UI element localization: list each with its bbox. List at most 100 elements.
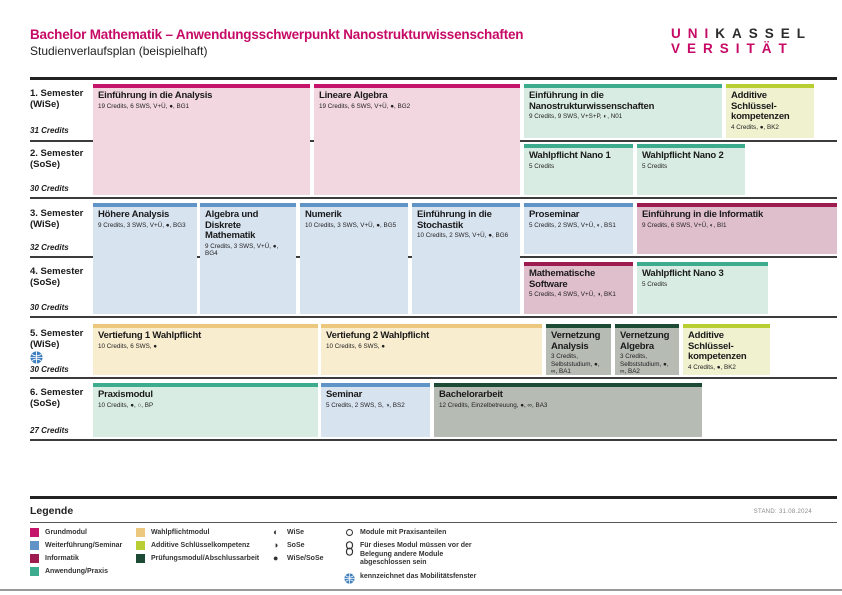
module-title: Einführung in die Nanostrukturwissenscha…	[529, 90, 655, 112]
module-details: 5 Credits, 2 SWS, S, ◑, BS2	[326, 401, 405, 409]
semester-label-5: 5. Semester(WiSe) 30 Credits	[30, 328, 90, 377]
legend-label-wise: WiSe	[287, 529, 305, 536]
module-details: 9 Credits, 6 SWS, V+Ü, ◐, BI1	[642, 221, 727, 229]
module-vertiefung-1: Vertiefung 1 Wahlpflicht 10 Credits, 6 S…	[93, 324, 318, 375]
legend-top-divider	[30, 496, 837, 499]
category-color-bar	[300, 203, 408, 207]
module-title: Vertiefung 2 Wahlpflicht	[326, 330, 430, 341]
page-title: Bachelor Mathematik – Anwendungsschwerpu…	[30, 27, 524, 42]
wise-icon: ◐	[273, 527, 279, 537]
semester-term: (WiSe)	[30, 219, 60, 230]
legend-label-weiterfuehrung: Weiterführung/Seminar	[45, 542, 123, 549]
semester-term: (SoSe)	[30, 398, 61, 409]
semester-credits: 30 Credits	[30, 365, 69, 374]
sose-icon: ◑	[273, 540, 279, 550]
semester-label-6: 6. Semester(SoSe) 27 Credits	[30, 387, 90, 439]
module-title: Einführung in die Stochastik	[417, 209, 492, 231]
semester-term: (WiSe)	[30, 99, 60, 110]
module-details: 10 Credits, 3 SWS, V+Ü, ●, BG5	[305, 221, 397, 229]
module-title: Vernetzung Analysis	[551, 330, 601, 352]
module-details: 10 Credits, ●, ○, BP	[98, 401, 154, 409]
legend-swatch-wahlpflicht	[136, 528, 145, 537]
module-title: Einführung in die Informatik	[642, 209, 764, 220]
category-color-bar	[524, 144, 633, 148]
category-color-bar	[524, 203, 633, 207]
module-nano-einfuehrung: Einführung in die Nanostrukturwissenscha…	[524, 84, 722, 138]
module-details: 10 Credits, 6 SWS, ●	[326, 342, 386, 350]
logo-uni-text: UNI	[670, 26, 716, 41]
semester-term: (WiSe)	[30, 339, 60, 350]
module-wahlpflicht-nano-2: Wahlpflicht Nano 2 5 Credits	[637, 144, 745, 195]
module-details: 10 Credits, 6 SWS, ●	[98, 342, 158, 350]
category-color-bar	[546, 324, 611, 328]
module-vernetzung-algebra: Vernetzung Algebra 3 Credits, Selbststu­…	[615, 324, 679, 375]
category-color-bar	[726, 84, 814, 88]
legend-swatch-pruefungsmodul	[136, 554, 145, 563]
category-color-bar	[93, 84, 310, 88]
globe-icon	[30, 351, 43, 369]
module-wahlpflicht-nano-1: Wahlpflicht Nano 1 5 Credits	[524, 144, 633, 195]
category-color-bar	[637, 144, 745, 148]
module-title: Additive Schlüssel­kompetenzen	[731, 90, 790, 122]
row-divider-5	[30, 377, 837, 379]
module-title: Wahlpflicht Nano 2	[642, 150, 724, 161]
module-title: Höhere Analysis	[98, 209, 170, 220]
module-mathematische-software: Mathematische Software 5 Credits, 4 SWS,…	[524, 262, 633, 314]
row-divider-6	[30, 439, 837, 441]
category-color-bar	[321, 324, 542, 328]
semester-label-1: 1. Semester(WiSe) 31 Credits	[30, 88, 90, 140]
semester-name: 3. Semester	[30, 208, 84, 219]
row-divider-4	[30, 316, 837, 318]
category-color-bar	[637, 262, 768, 266]
semester-name: 6. Semester	[30, 387, 84, 398]
category-color-bar	[93, 203, 197, 207]
semester-term: (SoSe)	[30, 159, 61, 170]
module-details: 4 Credits, ●, BK2	[688, 363, 736, 371]
module-einfuehrung-stochastik: Einführung in die Stochastik 10 Credits,…	[412, 203, 520, 314]
semester-credits: 32 Credits	[30, 243, 69, 252]
module-title: Vernetzung Algebra	[620, 330, 670, 352]
module-praxismodul: Praxismodul 10 Credits, ●, ○, BP	[93, 383, 318, 437]
legend-swatch-weiterfuehrung	[30, 541, 39, 550]
legend-swatch-anwendung	[30, 567, 39, 576]
module-title: Wahlpflicht Nano 1	[529, 150, 611, 161]
page-subtitle: Studienverlaufsplan (beispielhaft)	[30, 44, 208, 58]
legend-swatch-grundmodul	[30, 528, 39, 537]
legend-label-praxisanteile: Module mit Praxisanteilen	[360, 529, 447, 536]
category-color-bar	[637, 203, 837, 207]
category-color-bar	[615, 324, 679, 328]
module-details: 10 Credits, 2 SWS, V+Ü, ●, BG6	[417, 232, 509, 239]
semester-label-2: 2. Semester(SoSe) 30 Credits	[30, 148, 90, 197]
chain-icon	[345, 541, 354, 561]
module-details: 4 Credits, ●, BK2	[731, 123, 779, 131]
semester-name: 4. Semester	[30, 266, 84, 277]
module-proseminar: Proseminar 5 Credits, 2 SWS, V+Ü, ◐, BS1	[524, 203, 633, 254]
globe-icon	[344, 571, 355, 589]
module-title: Vertiefung 1 Wahlpflicht	[98, 330, 202, 341]
module-wahlpflicht-nano-3: Wahlpflicht Nano 3 5 Credits	[637, 262, 768, 314]
module-lineare-algebra: Lineare Algebra 19 Credits, 6 SWS, V+Ü, …	[314, 84, 520, 195]
legend-label-voraussetzung: Für dieses Modul müssen vor der Belegung…	[360, 542, 472, 566]
module-einfuehrung-analysis: Einführung in die Analysis 19 Credits, 6…	[93, 84, 310, 195]
semester-term: (SoSe)	[30, 277, 61, 288]
wise-sose-icon: ●	[273, 553, 279, 563]
module-hoehere-analysis: Höhere Analysis 9 Credits, 3 SWS, V+Ü, ●…	[93, 203, 197, 314]
semester-label-3: 3. Semester(WiSe) 32 Credits	[30, 208, 90, 256]
module-einfuehrung-informatik: Einführung in die Informatik 9 Credits, …	[637, 203, 837, 254]
module-details: 9 Credits, 9 SWS, V+S+P, ◐, N01	[529, 113, 623, 120]
module-title: Lineare Algebra	[319, 90, 388, 101]
module-title: Praxismodul	[98, 389, 153, 400]
module-additive-schluesselkompetenzen-2: Additive Schlüssel­kompetenzen 4 Credits…	[683, 324, 770, 375]
module-details: 19 Credits, 6 SWS, V+Ü, ●, BG2	[319, 102, 411, 110]
logo-kassel-text: KASSEL	[715, 26, 812, 41]
header-divider	[30, 77, 837, 80]
module-details: 5 Credits, 2 SWS, V+Ü, ◐, BS1	[529, 221, 616, 229]
category-color-bar	[200, 203, 296, 207]
row-divider-2	[30, 197, 837, 199]
module-details: 9 Credits, 3 SWS, V+Ü, ●, BG3	[98, 221, 186, 229]
semester-credits: 30 Credits	[30, 184, 69, 193]
semester-credits: 27 Credits	[30, 426, 69, 435]
module-details: 5 Credits, 4 SWS, V+Ü, ◑, BK1	[529, 291, 616, 298]
category-color-bar	[93, 324, 318, 328]
